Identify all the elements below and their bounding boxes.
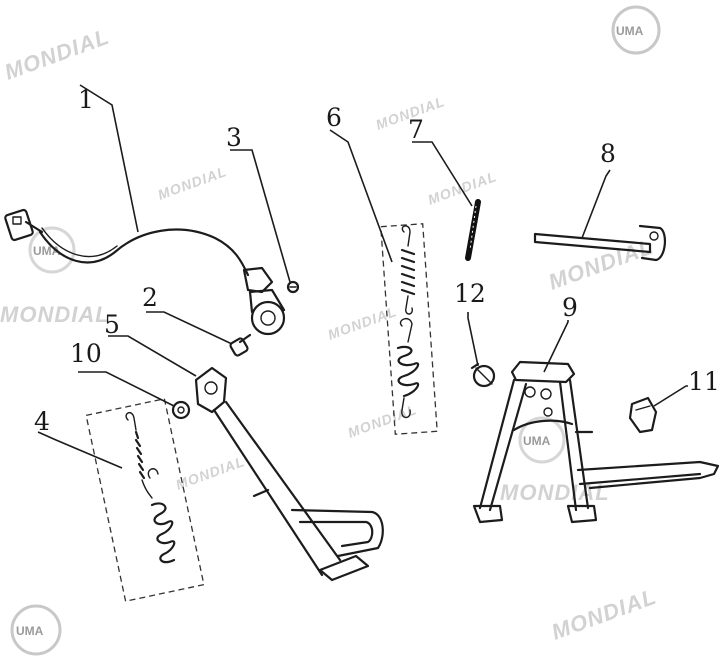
leader-11 <box>653 385 688 407</box>
part-11-stopper <box>628 396 658 434</box>
callout-12: 12 <box>454 279 486 308</box>
part-8-shaft <box>533 224 666 262</box>
leader-9 <box>543 320 569 373</box>
watermark-text: MONDIAL <box>1 24 113 85</box>
part-6-springs <box>380 223 438 435</box>
leader-5 <box>108 335 197 377</box>
callout-11: 11 <box>688 367 720 396</box>
callout-7: 7 <box>408 115 424 144</box>
leader-2 <box>146 311 233 345</box>
uma-logo-text: UMA <box>16 624 44 638</box>
part-10-washer <box>171 400 191 420</box>
callout-4: 4 <box>34 407 50 436</box>
watermark-text: MONDIAL <box>548 584 660 645</box>
part-1-sidestand-switch <box>4 208 286 336</box>
callout-2: 2 <box>142 283 158 312</box>
watermark-text: MONDIAL <box>346 401 419 441</box>
leader-8 <box>581 169 611 239</box>
callout-3: 3 <box>226 123 242 152</box>
part-5-side-stand <box>194 366 384 582</box>
callout-10: 10 <box>70 339 102 368</box>
uma-logo: UMA <box>28 226 76 274</box>
watermark-text: MONDIAL <box>174 453 247 493</box>
callout-6: 6 <box>326 103 342 132</box>
callout-8: 8 <box>600 139 616 168</box>
leader-6 <box>329 129 393 263</box>
leader-12 <box>467 312 479 367</box>
uma-logo: UMA <box>611 5 661 55</box>
uma-logo-text: UMA <box>523 434 551 448</box>
leader-lines <box>37 84 688 469</box>
part-2-bolt <box>229 333 252 357</box>
callout-1: 1 <box>78 85 94 114</box>
leader-1 <box>79 84 139 233</box>
leader-10 <box>78 371 175 407</box>
watermark-text: MONDIAL <box>0 302 110 327</box>
watermark-text: MONDIAL <box>156 163 229 203</box>
callout-numbers: 1 2 3 4 5 6 7 8 9 10 11 12 <box>34 85 720 436</box>
uma-logo: UMA <box>518 416 566 464</box>
part-4-spring-set <box>85 397 205 603</box>
uma-logo-text: UMA <box>616 24 644 38</box>
leader-3 <box>230 149 291 283</box>
uma-logo: UMA <box>10 604 62 656</box>
part-7-pin <box>465 199 481 261</box>
part-3-screw <box>286 280 300 294</box>
watermark-text: MONDIAL <box>426 168 499 208</box>
leader-7 <box>412 141 473 207</box>
part-9-center-stand <box>472 360 720 524</box>
callout-9: 9 <box>562 293 578 322</box>
part-12-nut <box>470 362 496 388</box>
leader-4 <box>37 431 123 469</box>
callout-5: 5 <box>104 310 120 339</box>
